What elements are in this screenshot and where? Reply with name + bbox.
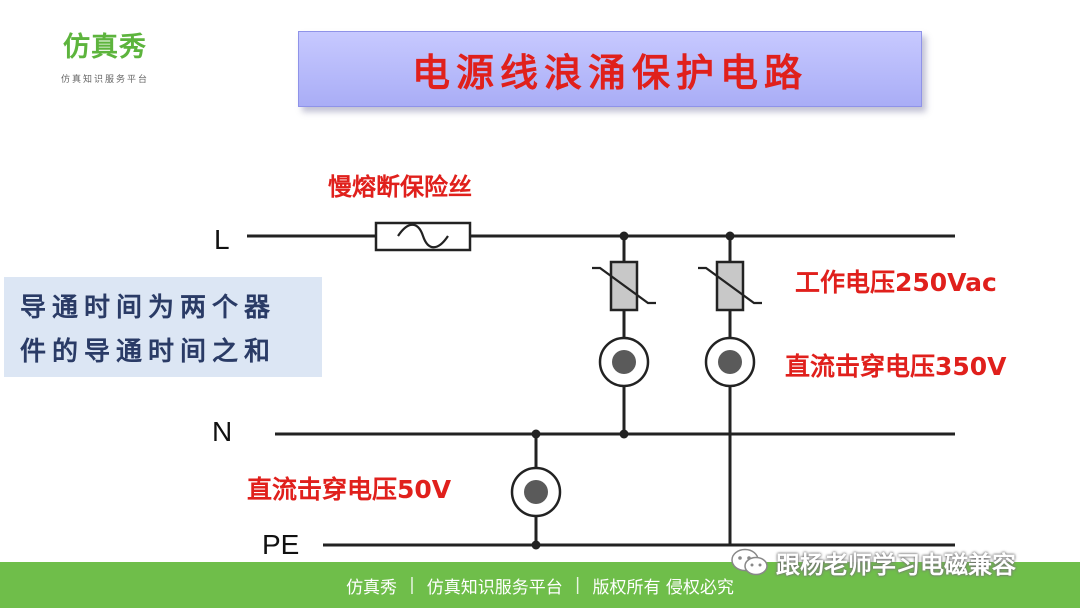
dc-breakdown-50-label: 直流击穿电压50V	[247, 475, 452, 504]
varistor-1-arrow	[592, 266, 656, 305]
label-l: L	[214, 224, 230, 255]
working-voltage-label: 工作电压250Vac	[795, 268, 997, 297]
node-pe-3	[531, 540, 541, 550]
title-banner: 电源线浪涌保护电路	[298, 31, 922, 107]
wechat-icon	[731, 548, 768, 576]
logo-subtitle: 仿真知识服务平台	[60, 75, 149, 85]
note-line-1: 导通时间为两个器	[20, 293, 277, 323]
fuse-wave	[397, 223, 449, 249]
footer: 仿真秀 | 仿真知识服务平台 | 版权所有 侵权必究	[0, 562, 1080, 608]
node-l-1	[619, 231, 629, 241]
watermark: 跟杨老师学习电磁兼容	[730, 544, 1016, 580]
footer-brand: 仿真秀	[346, 577, 398, 598]
logo-name: 仿真秀	[63, 32, 147, 63]
fuse-label: 慢熔断保险丝	[328, 172, 472, 201]
label-pe: PE	[262, 529, 299, 560]
logo: 仿真秀 仿真知识服务平台	[40, 30, 170, 98]
label-n: N	[212, 416, 232, 447]
dc-breakdown-350-label: 直流击穿电压350V	[785, 352, 1007, 381]
node-n-3	[531, 429, 541, 439]
gas-tube-1-core	[612, 350, 636, 374]
note-box: 导通时间为两个器 件的导通时间之和	[4, 277, 322, 377]
footer-platform: 仿真知识服务平台	[426, 577, 563, 598]
watermark-text: 跟杨老师学习电磁兼容	[776, 550, 1016, 579]
footer-rights: 版权所有 侵权必究	[592, 577, 734, 598]
footer-separator: |	[574, 575, 581, 595]
note-line-2: 件的导通时间之和	[20, 337, 277, 367]
node-n-1	[619, 429, 629, 439]
page-title: 电源线浪涌保护电路	[411, 49, 808, 95]
gas-tube-2-core	[718, 350, 742, 374]
footer-separator: |	[409, 575, 415, 595]
gas-tube-3-core	[524, 480, 548, 504]
varistor-2-arrow	[698, 266, 762, 305]
node-l-2	[725, 231, 735, 241]
